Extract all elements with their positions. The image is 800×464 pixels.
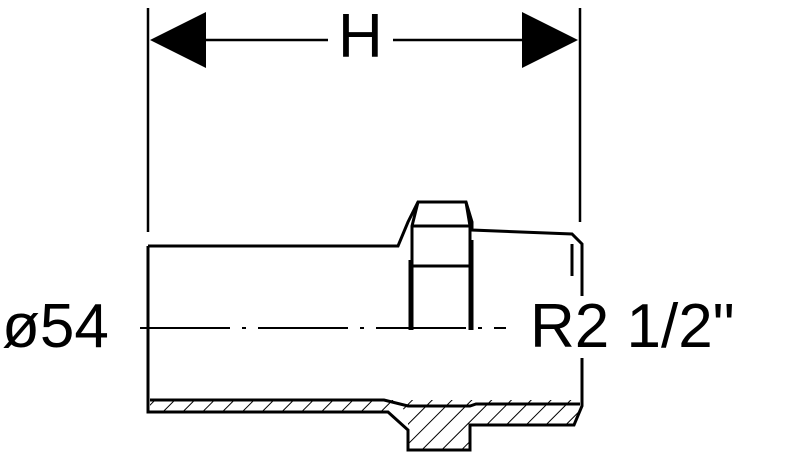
hatched-section [150,400,582,450]
arrowhead-right [522,12,578,68]
diameter-label: ø54 [2,292,109,361]
thread-size-label: R2 1/2" [524,296,735,358]
dimension-label-h: H [328,6,393,68]
arrowhead-left [150,12,206,68]
